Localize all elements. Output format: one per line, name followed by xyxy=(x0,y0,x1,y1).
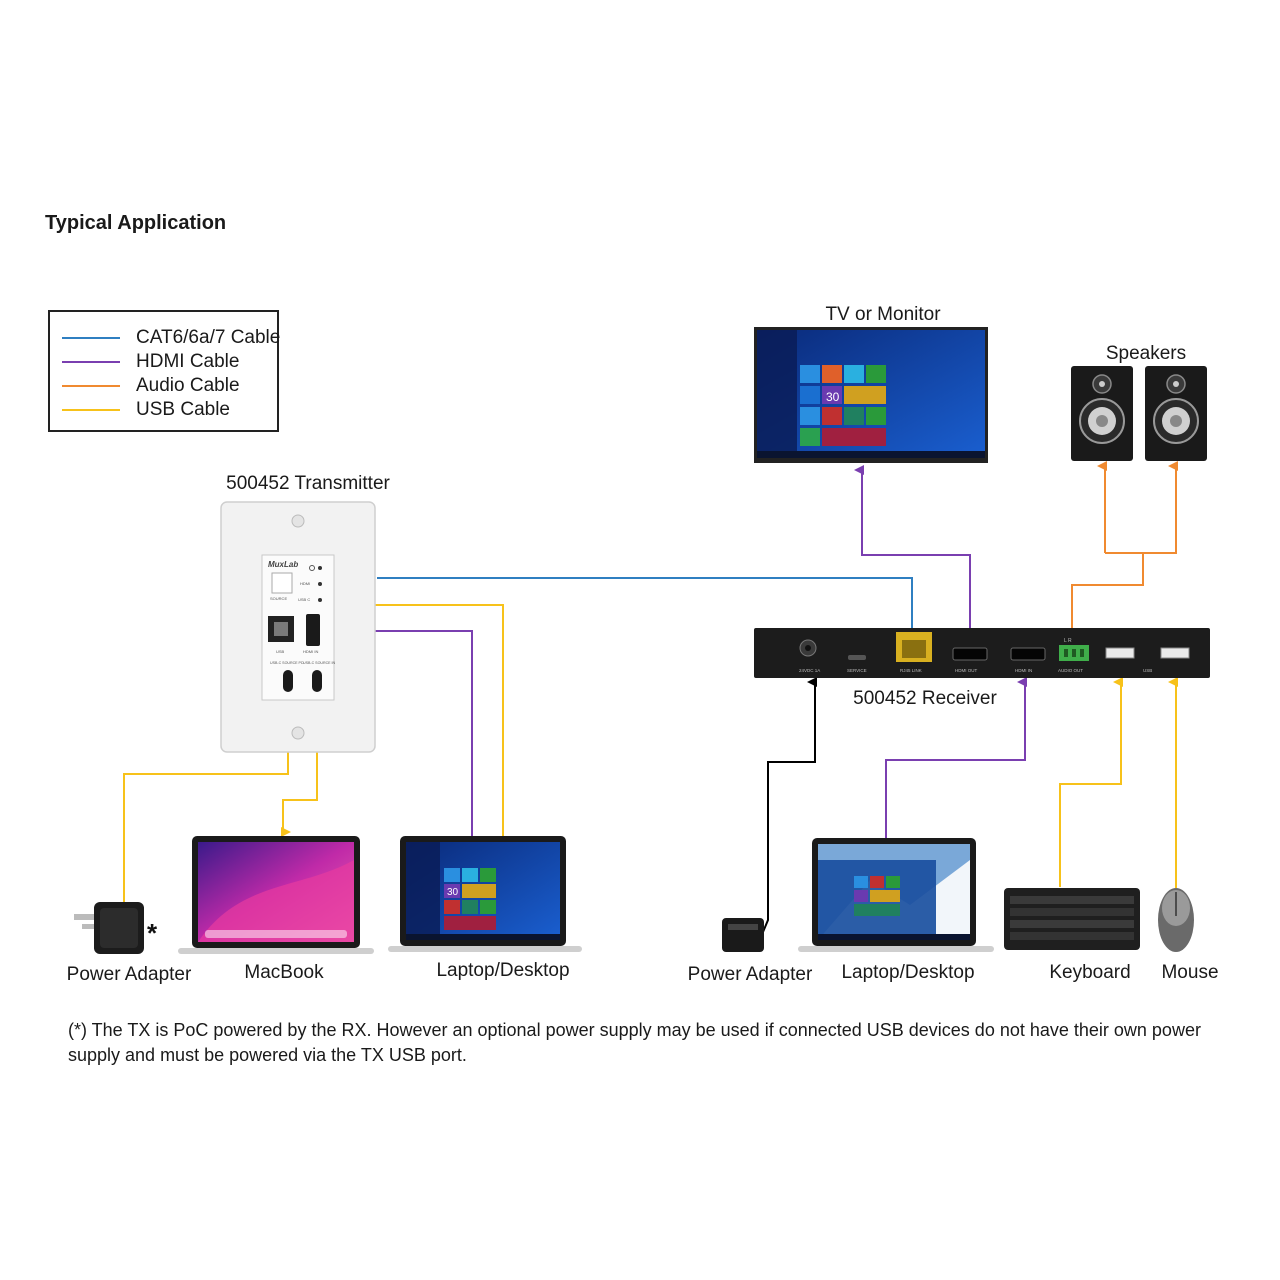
legend-item-hdmi: HDMI Cable xyxy=(62,350,239,374)
tv-tile-date: 30 xyxy=(826,390,840,404)
tx-laptop-label: Laptop/Desktop xyxy=(436,960,569,981)
tx-brand: MuxLab xyxy=(268,560,298,569)
tv-monitor: 30 xyxy=(754,327,988,463)
page-title: Typical Application xyxy=(45,212,227,234)
tx-power-adapter-label: Power Adapter xyxy=(67,964,192,985)
tx-laptop: 30 xyxy=(388,836,582,952)
audio-cable xyxy=(1071,553,1144,640)
mouse-label: Mouse xyxy=(1161,962,1218,983)
legend-swatch xyxy=(62,337,120,339)
keyboard xyxy=(1004,888,1140,950)
hdmi-cable-rx xyxy=(885,677,1027,838)
tx-usb-port-label: USB xyxy=(276,649,285,654)
tx-usbc-pd-label: USB-C SOURCE PD xyxy=(270,661,304,665)
cat6-cable xyxy=(377,577,920,639)
macbook-label: MacBook xyxy=(244,962,324,983)
macbook xyxy=(178,836,374,954)
legend: CAT6/6a/7 Cable HDMI Cable Audio Cable U… xyxy=(48,310,280,432)
optional-asterisk: * xyxy=(147,918,158,948)
legend-swatch xyxy=(62,385,120,387)
tx-usbc-led-label: USB C xyxy=(298,597,310,602)
power-cable-rx xyxy=(762,677,817,933)
legend-label: CAT6/6a/7 Cable xyxy=(136,327,281,348)
audio-cable-right xyxy=(1105,461,1178,554)
receiver-unit: 24VDC 1A SERVICE RJ45 LINK HDMI OUT HDMI… xyxy=(754,628,1210,678)
tv-label: TV or Monitor xyxy=(825,304,941,325)
legend-label: HDMI Cable xyxy=(136,351,240,372)
tx-usbc-in-label: USB-C SOURCE IN xyxy=(303,661,336,665)
legend-label: USB Cable xyxy=(136,399,230,420)
speaker-right xyxy=(1145,366,1207,461)
legend-item-usb: USB Cable xyxy=(62,398,230,422)
footnote: (*) The TX is PoC powered by the RX. How… xyxy=(68,1020,1201,1065)
speakers-label: Speakers xyxy=(1106,343,1186,364)
tx-hdmi-port-label: HDMI IN xyxy=(303,649,318,654)
receiver-label: 500452 Receiver xyxy=(853,688,997,709)
rx-usb-label: USB xyxy=(1143,668,1152,673)
rx-power-adapter-label: Power Adapter xyxy=(688,964,813,985)
legend-item-audio: Audio Cable xyxy=(62,374,240,398)
transmitter-label: 500452 Transmitter xyxy=(226,473,390,494)
rx-lr-label: L R xyxy=(1064,638,1072,644)
legend-swatch xyxy=(62,361,120,363)
legend-label: Audio Cable xyxy=(136,375,240,396)
mouse xyxy=(1158,888,1194,952)
tx-source-label: SOURCE xyxy=(270,596,287,601)
speaker-left xyxy=(1071,366,1133,461)
rx-audio-out-label: AUDIO OUT xyxy=(1058,668,1083,673)
rx-link-label: RJ45 LINK xyxy=(900,668,922,673)
rx-hdmi-out-label: HDMI OUT xyxy=(955,668,977,673)
keyboard-label: Keyboard xyxy=(1049,962,1130,983)
usb-cable-keyboard xyxy=(1059,677,1123,887)
hdmi-cable-tv xyxy=(854,465,971,640)
rx-laptop-label: Laptop/Desktop xyxy=(841,962,974,983)
rx-hdmi-in-label: HDMI IN xyxy=(1015,668,1032,673)
rx-laptop xyxy=(798,838,994,952)
tx-laptop-tile-date: 30 xyxy=(447,887,459,898)
rx-power-adapter xyxy=(722,918,764,952)
tx-power-adapter xyxy=(74,902,144,954)
legend-swatch xyxy=(62,409,120,411)
rx-power-label: 24VDC 1A xyxy=(799,668,820,673)
rx-service-label: SERVICE xyxy=(847,668,867,673)
legend-item-cat: CAT6/6a/7 Cable xyxy=(62,326,280,350)
transmitter-wallplate: MuxLab SOURCE HDMI USB C USB HDMI IN USB… xyxy=(220,501,376,753)
tx-hdmi-led-label: HDMI xyxy=(300,581,310,586)
